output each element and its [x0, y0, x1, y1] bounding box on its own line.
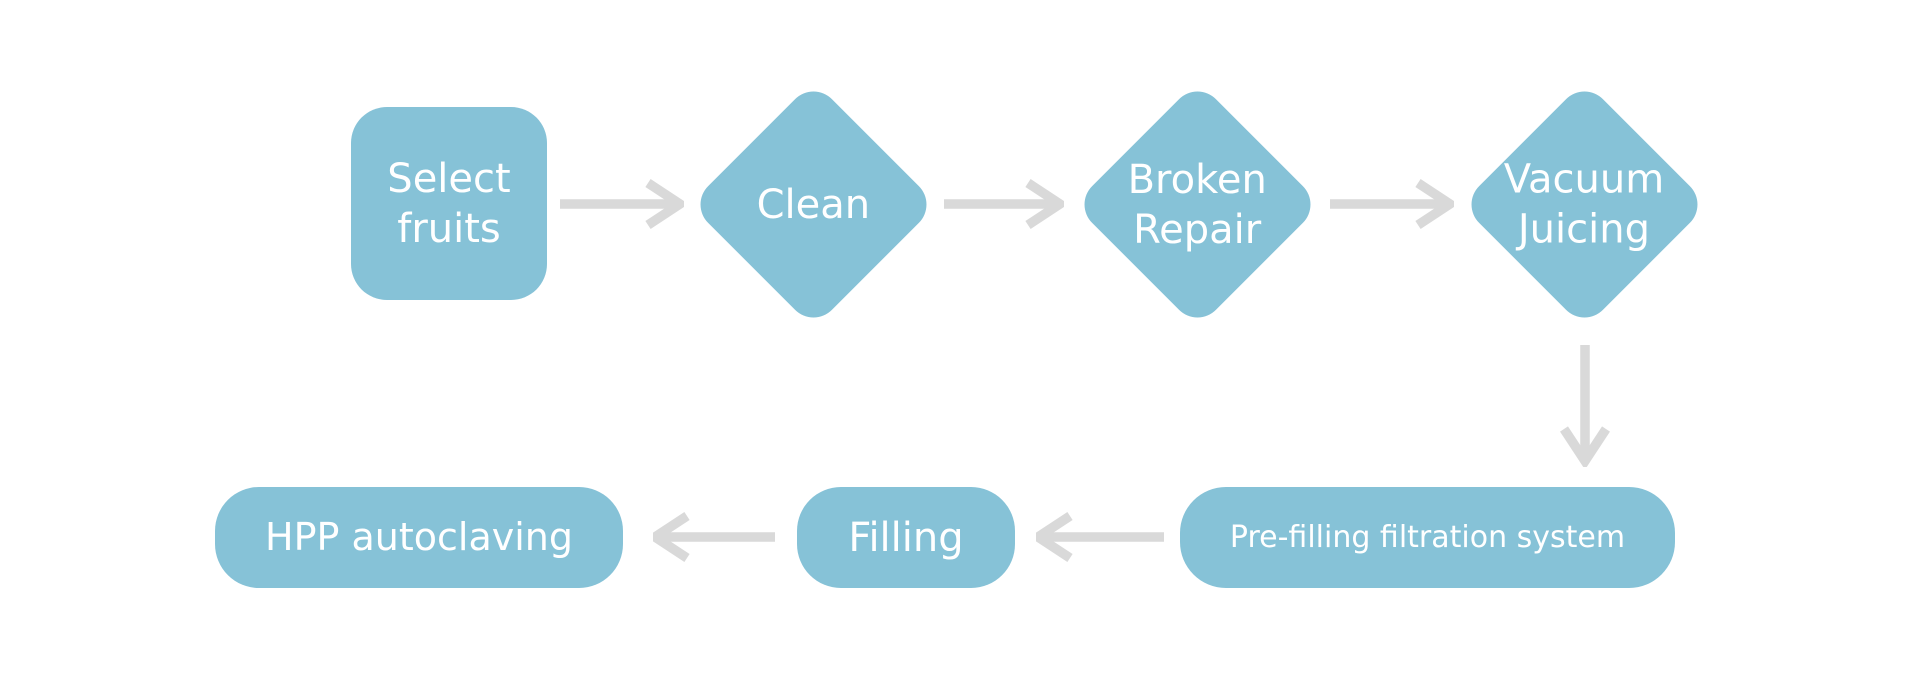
node-broken-repair-label: Broken Repair	[1127, 156, 1268, 253]
node-pre-filling-filtration-system: Pre-filling filtration system	[1180, 487, 1675, 588]
node-hpp-autoclaving: HPP autoclaving	[215, 487, 623, 588]
node-broken-repair: Broken Repair	[1073, 80, 1322, 329]
node-hpp-autoclaving-label: HPP autoclaving	[265, 514, 573, 559]
arrow-right-icon	[560, 176, 684, 232]
node-filling: Filling	[797, 487, 1015, 588]
arrow-down-icon	[1557, 345, 1613, 467]
node-select-fruits: Select fruits	[351, 107, 547, 300]
node-clean: Clean	[689, 80, 938, 329]
arrow-right-icon	[1330, 176, 1454, 232]
node-vacuum-juicing-label: Vacuum Juicing	[1504, 156, 1665, 253]
node-filling-label: Filling	[848, 514, 964, 561]
node-select-fruits-label: Select fruits	[387, 155, 511, 252]
node-vacuum-juicing: Vacuum Juicing	[1460, 80, 1709, 329]
arrow-left-icon	[653, 509, 775, 565]
arrow-left-icon	[1036, 509, 1164, 565]
arrow-right-icon	[944, 176, 1064, 232]
node-clean-label: Clean	[756, 181, 871, 228]
node-pre-filling-label: Pre-filling filtration system	[1229, 519, 1626, 555]
